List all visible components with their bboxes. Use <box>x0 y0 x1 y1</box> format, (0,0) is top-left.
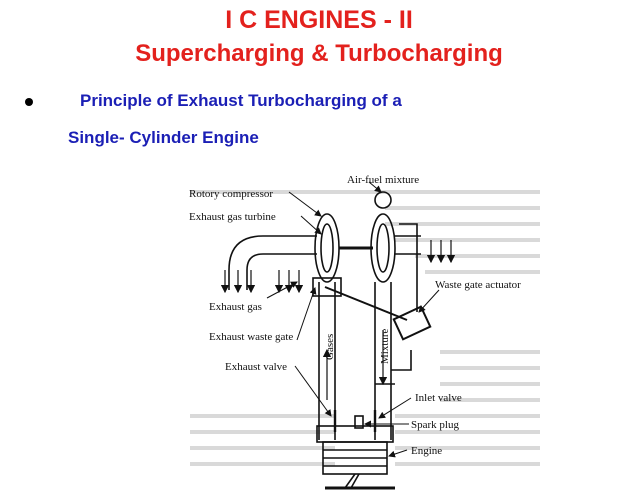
bullet-text: Principle of Exhaust Turbocharging of a <box>80 91 402 110</box>
spark-plug <box>354 415 364 429</box>
diagram-drawing: Rotory compressor Air-fuel mixture Exhau… <box>189 174 540 490</box>
background-text <box>190 190 540 466</box>
label-engine: Engine <box>411 445 442 457</box>
bullet-dot <box>25 98 33 106</box>
label-gases: Gases <box>324 334 336 360</box>
label-exhaust-gas: Exhaust gas <box>209 301 262 313</box>
bullet-continuation: Single- Cylinder Engine <box>68 128 259 147</box>
label-exhaust-valve: Exhaust valve <box>225 361 287 373</box>
exhaust-waste-gate <box>312 277 342 297</box>
rotory-compressor <box>370 213 396 283</box>
actuator-pressure-line <box>399 223 418 312</box>
label-rotory-compressor: Rotory compressor <box>189 188 273 200</box>
exhaust-outlet-pipe <box>228 235 317 290</box>
turbocharger-diagram: Rotory compressor Air-fuel mixture Exhau… <box>185 170 545 492</box>
slide-subtitle: Supercharging & Turbocharging <box>135 40 503 67</box>
label-spark-plug: Spark plug <box>411 419 459 431</box>
label-exhaust-waste-gate: Exhaust waste gate <box>209 331 293 343</box>
label-air-fuel-mixture: Air-fuel mixture <box>347 174 419 186</box>
waste-gate-actuator <box>392 305 432 341</box>
compressor-outlet <box>374 191 392 209</box>
label-exhaust-gas-turbine: Exhaust gas turbine <box>189 211 276 223</box>
connecting-rod <box>344 473 360 489</box>
actuator-rod <box>324 286 408 321</box>
label-waste-gate-actuator: Waste gate actuator <box>435 279 521 291</box>
label-mixture: Mixture <box>379 328 391 364</box>
slide-title: I C ENGINES - II <box>225 6 413 34</box>
label-inlet-valve: Inlet valve <box>415 392 462 404</box>
